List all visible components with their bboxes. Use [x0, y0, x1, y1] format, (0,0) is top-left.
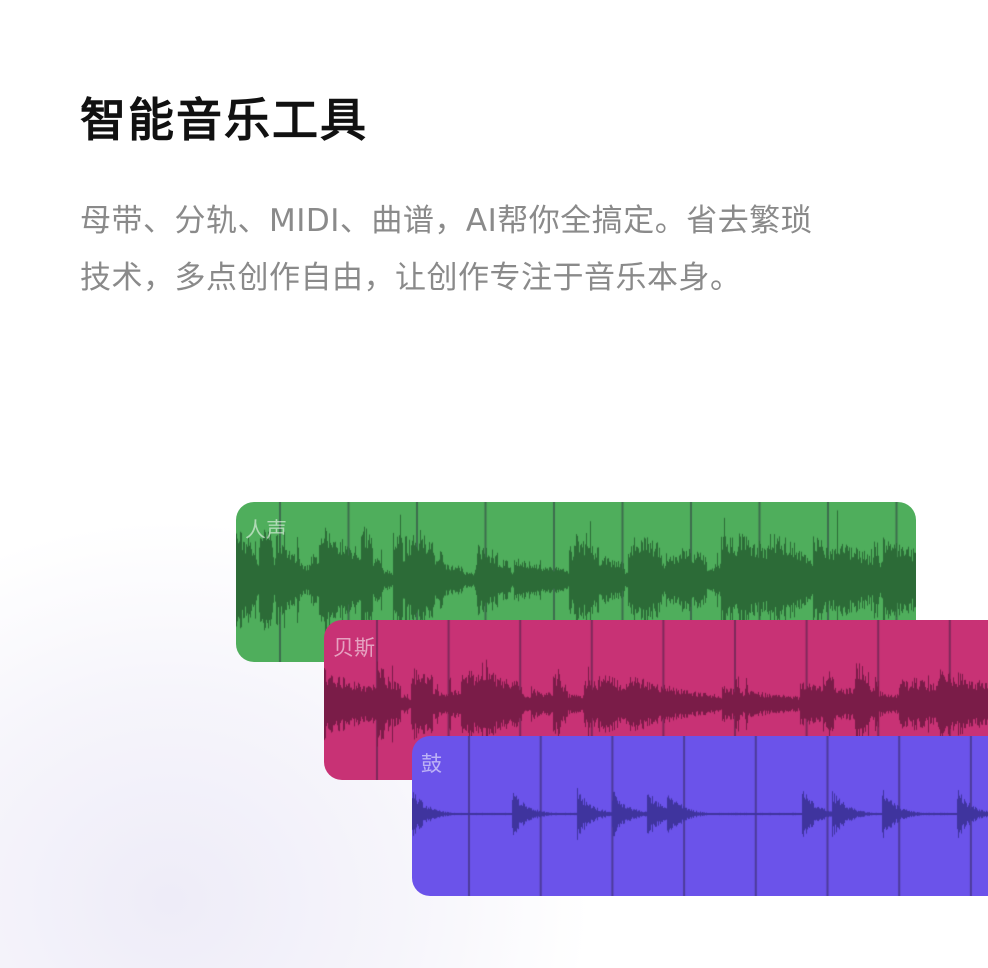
description-line: 技术，多点创作自由，让创作专注于音乐本身。	[80, 260, 742, 296]
track-label: 人声	[245, 518, 287, 542]
track-label: 鼓	[421, 752, 442, 776]
track-label: 贝斯	[333, 636, 375, 660]
waveform	[412, 736, 988, 896]
track-drums[interactable]: 鼓	[412, 736, 988, 896]
description-line: 母带、分轨、MIDI、曲谱，AI帮你全搞定。省去繁琐	[80, 203, 813, 239]
description: 母带、分轨、MIDI、曲谱，AI帮你全搞定。省去繁琐 技术，多点创作自由，让创作…	[80, 193, 920, 307]
page-title: 智能音乐工具	[80, 93, 368, 147]
